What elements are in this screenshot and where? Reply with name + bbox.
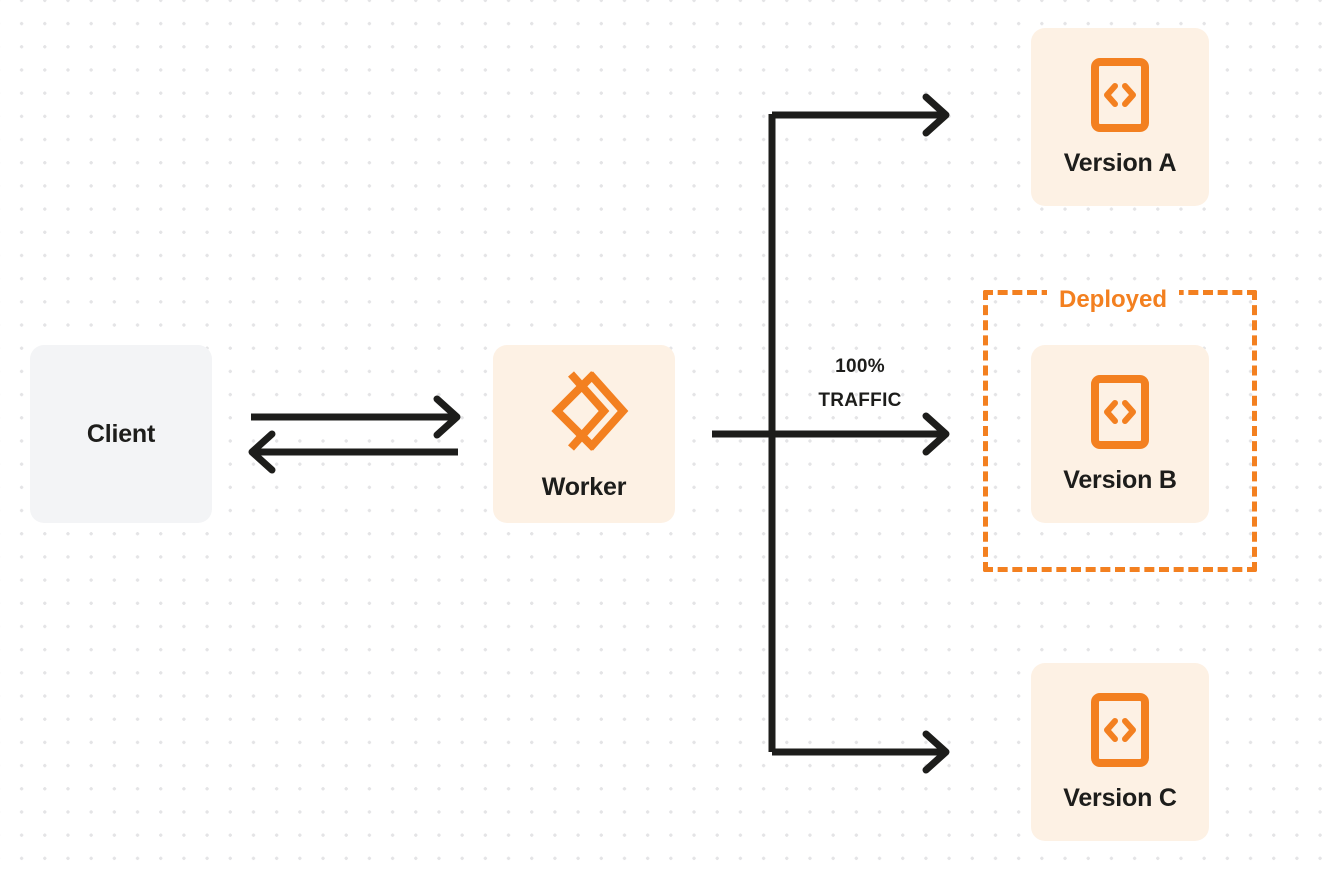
node-version-c[interactable]: Version C	[1031, 663, 1209, 841]
code-document-icon	[1090, 374, 1150, 450]
deployed-badge: Deployed	[1047, 286, 1180, 314]
code-document-icon	[1090, 692, 1150, 768]
code-document-icon	[1090, 57, 1150, 133]
node-version-b[interactable]: Version B	[1031, 345, 1209, 523]
traffic-share-label: 100% TRAFFIC	[787, 350, 933, 418]
node-version-a-label: Version A	[1063, 148, 1177, 177]
response-arrow	[248, 430, 458, 474]
node-client-label: Client	[86, 419, 156, 448]
cloudflare-workers-logo-icon	[538, 367, 630, 455]
request-arrow	[251, 395, 461, 439]
node-version-c-label: Version C	[1063, 783, 1177, 812]
node-worker-label: Worker	[541, 472, 627, 501]
node-version-a[interactable]: Version A	[1031, 28, 1209, 206]
node-client[interactable]: Client	[30, 345, 212, 523]
node-version-b-label: Version B	[1063, 465, 1177, 494]
traffic-split-arrows	[712, 93, 950, 774]
node-worker[interactable]: Worker	[493, 345, 675, 523]
traffic-word: TRAFFIC	[818, 390, 902, 411]
traffic-percent: 100%	[835, 356, 885, 377]
